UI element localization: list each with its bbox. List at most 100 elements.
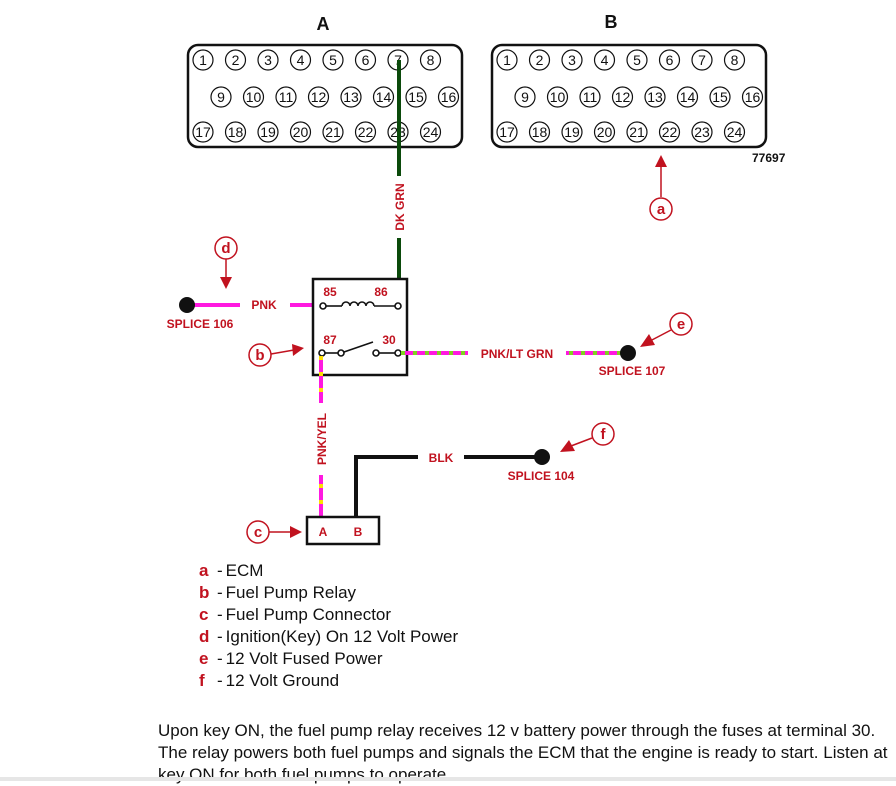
legend-key: f xyxy=(199,671,205,690)
connector-a-pin-1: 1 xyxy=(199,52,207,68)
callout-c-arrowhead xyxy=(290,526,302,538)
connector-a-pin-21: 21 xyxy=(325,124,341,140)
connector-b-pin-circle xyxy=(514,86,536,108)
connector-b-pin-circle xyxy=(528,121,551,143)
legend-key: b xyxy=(199,583,210,602)
relay-switch-symbol xyxy=(318,341,402,357)
connector-b-pin-23: 23 xyxy=(694,124,710,140)
connector-a-pin-16: 16 xyxy=(441,89,457,105)
splice-104-dot xyxy=(534,449,550,465)
callout-b-label: b xyxy=(255,347,264,364)
pnk-label-bg xyxy=(240,296,290,314)
legend-text: Ignition(Key) On 12 Volt Power xyxy=(225,627,459,646)
connector-a-pin-circle xyxy=(192,121,214,143)
connector-b-pin-circle xyxy=(528,49,551,71)
connector-b-pin-circle xyxy=(593,49,616,71)
connector-a-pin-17: 17 xyxy=(195,124,211,140)
connector-b-pin-circle xyxy=(626,49,648,71)
connector-a-pin-13: 13 xyxy=(343,89,359,105)
legend-key: d xyxy=(199,627,210,646)
connector-b-pin-circle xyxy=(496,121,518,143)
connector-a-pin-3: 3 xyxy=(264,52,272,68)
legend-text: ECM xyxy=(225,561,264,580)
connector-b-pin-24: 24 xyxy=(727,124,743,140)
connector-a-pin-circle xyxy=(257,121,279,143)
legend-separator: - xyxy=(217,583,223,602)
blk-label-bg xyxy=(418,448,464,466)
splice-106-dot xyxy=(179,297,195,313)
connector-a-pin-circle xyxy=(322,121,344,143)
connector-a-pin-circle xyxy=(210,86,232,108)
connector-a-pin-circle xyxy=(192,49,214,71)
dk-grn-label: DK GRN xyxy=(393,183,407,230)
description-paragraph: Upon key ON, the fuel pump relay receive… xyxy=(158,721,888,784)
fuel-pump-pin-b: B xyxy=(354,525,363,539)
connector-a-pin-circle xyxy=(275,86,297,108)
connector-a-pin-circle xyxy=(224,121,247,143)
connector-a-pin-2: 2 xyxy=(232,52,240,68)
connector-b-pin-19: 19 xyxy=(564,124,580,140)
connector-b-pin-circle xyxy=(644,86,666,108)
connector-a-pin-14: 14 xyxy=(376,89,392,105)
dk-grn-label-bg xyxy=(389,176,409,238)
connector-a-pin-circle xyxy=(354,121,377,143)
connector-a-pin-11: 11 xyxy=(279,89,294,105)
legend-item-f: f-12 Volt Ground xyxy=(199,670,458,692)
callout-e-arrowhead xyxy=(640,334,655,347)
relay-terminal-85: 85 xyxy=(323,285,337,299)
connector-b-pin-circle xyxy=(658,49,681,71)
legend-separator: - xyxy=(217,605,223,624)
connector-b-pin-20: 20 xyxy=(597,124,613,140)
legend-item-a: a-ECM xyxy=(199,560,458,582)
callout-c-label: c xyxy=(254,524,262,541)
connector-b-pin-18: 18 xyxy=(532,124,548,140)
connector-a-pin-circle xyxy=(405,86,427,108)
connector-a-pin-6: 6 xyxy=(362,52,370,68)
connector-b-pin-circle xyxy=(691,49,713,71)
connector-b-pin-1: 1 xyxy=(503,52,511,68)
legend-separator: - xyxy=(217,627,223,646)
connector-a-pin-circle xyxy=(322,49,344,71)
callout-a-arrowhead xyxy=(655,155,667,167)
connector-b-pin-circle xyxy=(676,86,699,108)
connector-b-pin-16: 16 xyxy=(745,89,761,105)
connector-a-pin-circle xyxy=(242,86,265,108)
connector-a-pin-22: 22 xyxy=(358,124,374,140)
callout-b-leader xyxy=(270,349,295,355)
fuel-pump-pin-a: A xyxy=(319,525,328,539)
connector-b-pin-circle xyxy=(561,49,583,71)
connector-b-pin-15: 15 xyxy=(712,89,728,105)
connector-a-pin-circle xyxy=(354,49,377,71)
connector-b-pin-10: 10 xyxy=(550,89,566,105)
connector-b-pin-14: 14 xyxy=(680,89,696,105)
connector-a-pin-circle xyxy=(289,49,312,71)
callout-b-circle xyxy=(248,343,272,367)
callout-a-label: a xyxy=(657,201,666,218)
legend-item-b: b-Fuel Pump Relay xyxy=(199,582,458,604)
connector-b-pin-circle xyxy=(496,49,518,71)
legend-text: Fuel Pump Relay xyxy=(225,583,357,602)
callout-e-label: e xyxy=(677,316,685,333)
connector-a-pin-12: 12 xyxy=(311,89,327,105)
callout-f-label: f xyxy=(601,426,607,443)
connector-b-pin-5: 5 xyxy=(633,52,641,68)
connector-a-pin-9: 9 xyxy=(217,89,225,105)
figure-number: 77697 xyxy=(752,151,786,165)
callout-b-arrowhead xyxy=(292,344,304,356)
connector-b-pin-circle xyxy=(741,86,764,108)
relay-terminal-86: 86 xyxy=(374,285,388,299)
connector-b-pin-4: 4 xyxy=(601,52,609,68)
legend-text: 12 Volt Ground xyxy=(225,671,340,690)
callout-f-leader xyxy=(570,437,593,447)
connector-b-pin-circle xyxy=(709,86,731,108)
connector-b-pin-21: 21 xyxy=(629,124,645,140)
relay-coil-symbol xyxy=(319,301,402,310)
connector-a-pin-4: 4 xyxy=(297,52,305,68)
legend-key: a xyxy=(199,561,209,580)
splice-104-label: SPLICE 104 xyxy=(508,469,575,483)
connector-b-pin-6: 6 xyxy=(666,52,674,68)
connector-b-pin-circle xyxy=(546,86,569,108)
legend-text: 12 Volt Fused Power xyxy=(225,649,383,668)
